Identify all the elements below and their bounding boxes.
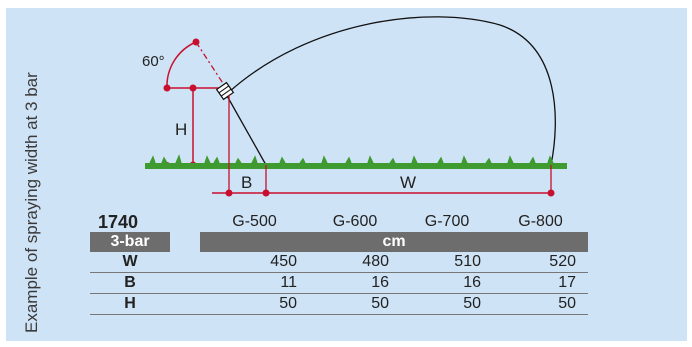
- angle-left-marker: [163, 84, 171, 92]
- table-unit-row: 3-bar cm: [90, 232, 588, 252]
- model-number: 1740: [98, 212, 139, 232]
- grass-blades: [149, 154, 554, 164]
- width-label: W: [400, 173, 416, 192]
- ground-strip: [145, 163, 567, 169]
- table-cell: 510: [401, 252, 493, 273]
- b-right-marker: [262, 189, 270, 197]
- table-cell: 16: [401, 272, 493, 294]
- column-header: G-500: [232, 213, 277, 230]
- row-label: B: [90, 272, 170, 294]
- table-cell: 16: [309, 272, 401, 294]
- table-cell: 480: [309, 252, 401, 273]
- angle-dashed-line: [195, 41, 227, 89]
- angle-arc: [166, 41, 197, 89]
- b-left-marker: [225, 189, 233, 197]
- table-cell: 11: [200, 272, 309, 294]
- table-cell: 50: [493, 293, 588, 315]
- table-row: H 50 50 50 50: [90, 293, 588, 315]
- height-label: H: [175, 120, 187, 139]
- row-label: W: [90, 252, 170, 273]
- table-cell: 50: [200, 293, 309, 315]
- spray-arc: [228, 16, 556, 166]
- table-header-row: 1740 G-500 G-600 G-700 G-800: [90, 212, 588, 232]
- angle-top-marker: [192, 38, 200, 46]
- pressure-label: 3-bar: [90, 232, 170, 252]
- table-row: B 11 16 16 17: [90, 272, 588, 294]
- table-cell: 50: [309, 293, 401, 315]
- row-label: H: [90, 293, 170, 315]
- column-header: G-700: [424, 213, 470, 230]
- near-distance-label: B: [241, 173, 252, 192]
- table-cell: 17: [493, 272, 588, 294]
- table-cell: 520: [493, 252, 588, 273]
- table-cell: 450: [200, 252, 309, 273]
- table-cell: 50: [401, 293, 493, 315]
- nozzle-icon: [215, 81, 235, 101]
- angle-label: 60°: [142, 53, 165, 70]
- column-header: G-800: [518, 213, 563, 230]
- spray-lower-edge: [225, 93, 267, 166]
- w-right-marker: [547, 189, 555, 197]
- spray-width-table: 1740 G-500 G-600 G-700 G-800 3-bar cm W …: [90, 212, 588, 315]
- unit-label: cm: [200, 232, 588, 252]
- column-header: G-600: [332, 213, 378, 230]
- table-row: W 450 480 510 520: [90, 252, 588, 273]
